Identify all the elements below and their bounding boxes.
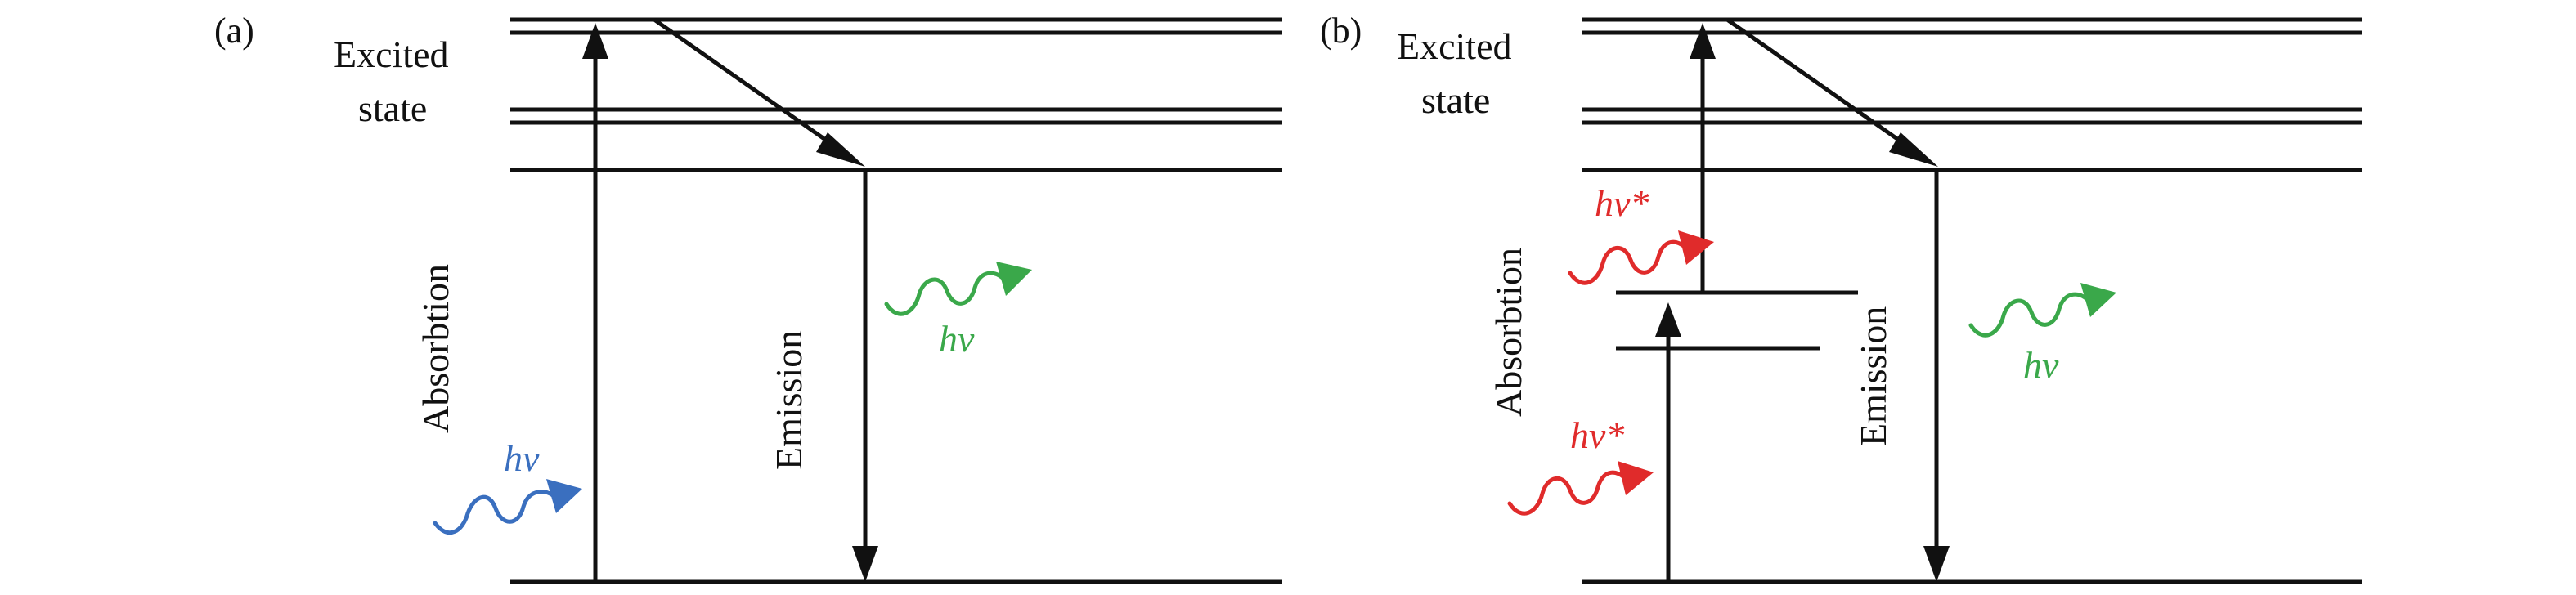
panel-b-lower-absorption-arrowhead	[1655, 302, 1681, 337]
panel-a-emitted-photon-arrowhead	[996, 262, 1032, 296]
panel-b-lower-photon-arrowhead	[1618, 461, 1654, 495]
panel-b-excited-state-label-line1: Excited	[1397, 25, 1512, 67]
panel-a-absorption-label: Absorbtion	[415, 264, 456, 433]
panel-b-emission-label: Emission	[1852, 306, 1894, 446]
panel-a-emitted-photon-wave	[884, 271, 1005, 316]
panel-a-relaxation-arrowhead	[816, 132, 865, 167]
panel-b-label: (b)	[1320, 11, 1362, 51]
panel-a-emission-arrowhead	[852, 546, 878, 582]
panel-a: (a) Excited state Absorbtion Emission hv…	[214, 11, 1282, 584]
panel-b-absorption-label: Absorbtion	[1488, 248, 1529, 417]
panel-b-lower-photon-wave	[1507, 470, 1627, 516]
panel-b-emitted-photon-arrowhead	[2080, 283, 2116, 317]
panel-b: (b) Excited state Absorbtion Emission hv…	[1320, 11, 2362, 584]
panel-b-upper-absorption-arrowhead	[1690, 23, 1716, 59]
panel-a-excited-state-label-line2: state	[358, 87, 427, 129]
panel-b-lower-photon-label: hv*	[1570, 414, 1624, 456]
panel-b-upper-photon-wave	[1568, 239, 1687, 285]
panel-a-incoming-photon-wave	[433, 490, 555, 535]
panel-b-upper-photon-label: hv*	[1595, 182, 1649, 224]
panel-a-relaxation-arrow	[653, 17, 842, 153]
panel-b-emitted-photon-wave	[1968, 292, 2089, 338]
panel-b-emitted-photon-label: hv	[2023, 344, 2059, 386]
panel-a-incoming-photon-label: hv	[504, 437, 540, 479]
panel-b-emission-arrowhead	[1923, 546, 1950, 582]
panel-a-emission-label: Emission	[768, 330, 810, 470]
panel-b-relaxation-arrowhead	[1889, 132, 1938, 167]
panel-b-relaxation-arrow	[1726, 17, 1915, 153]
panel-a-label: (a)	[214, 11, 254, 51]
panel-b-excited-state-label-line2: state	[1421, 79, 1490, 121]
panel-a-absorption-arrowhead	[582, 23, 608, 59]
panel-b-upper-photon-arrowhead	[1678, 230, 1714, 265]
panel-a-excited-state-label-line1: Excited	[334, 34, 449, 75]
panel-a-incoming-photon-arrowhead	[546, 479, 582, 513]
panel-a-emitted-photon-label: hv	[939, 318, 975, 360]
